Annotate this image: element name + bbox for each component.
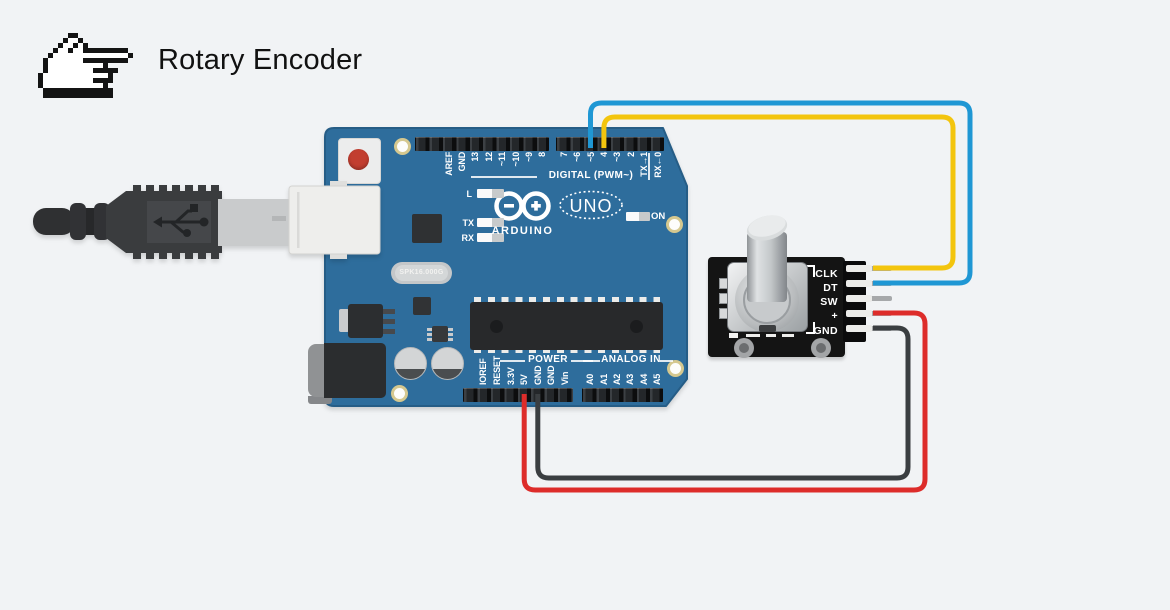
voltage-regulator bbox=[348, 304, 383, 338]
encoder-pin-sw[interactable] bbox=[864, 295, 892, 301]
arduino-logo-icon bbox=[494, 191, 551, 221]
encoder-hole-center bbox=[816, 343, 826, 353]
usb-plug-ribs bbox=[133, 185, 219, 259]
chip-leg bbox=[448, 338, 453, 341]
pointing-hand-icon bbox=[38, 33, 133, 98]
usb-socket-seam bbox=[297, 192, 300, 248]
ic-pins-top bbox=[474, 297, 660, 303]
chip-leg bbox=[448, 333, 453, 336]
capacitor-band bbox=[432, 369, 463, 379]
encoder-hole bbox=[811, 338, 831, 358]
silkscreen-mark bbox=[729, 333, 738, 338]
led-tx bbox=[477, 218, 504, 227]
page-title: Rotary Encoder bbox=[158, 44, 363, 76]
cable-neck bbox=[84, 208, 96, 235]
encoder-pin-base bbox=[846, 279, 872, 287]
encoder-pin-base bbox=[846, 309, 872, 317]
power-bracket-line bbox=[500, 360, 525, 362]
silkscreen-mark bbox=[746, 334, 760, 337]
usb-socket-tab bbox=[330, 181, 347, 188]
barrel-jack[interactable] bbox=[324, 343, 386, 398]
mounting-hole bbox=[394, 138, 411, 155]
digital-header-left[interactable] bbox=[415, 137, 549, 151]
crystal-face bbox=[395, 265, 448, 281]
regulator-leg bbox=[383, 319, 395, 324]
capacitor bbox=[394, 347, 427, 380]
capacitor-band bbox=[395, 369, 426, 379]
crystal-oscillator: SPK16.000G bbox=[391, 262, 452, 284]
usb-socket-tab bbox=[330, 252, 347, 259]
silkscreen-mark bbox=[766, 334, 776, 337]
chip-dot bbox=[490, 320, 503, 333]
small-chip bbox=[413, 297, 431, 315]
usb-interface-chip bbox=[412, 214, 442, 243]
chip-leg bbox=[427, 338, 432, 341]
regulator-tab bbox=[339, 309, 349, 332]
cable-end bbox=[33, 208, 75, 235]
reset-button-cap[interactable] bbox=[348, 149, 369, 170]
usb-socket[interactable] bbox=[288, 185, 381, 255]
usb-plug-metal bbox=[218, 199, 292, 246]
capacitor bbox=[431, 347, 464, 380]
led-rx-label: RX bbox=[461, 233, 474, 243]
chip-leg bbox=[448, 328, 453, 331]
chip-leg bbox=[427, 328, 432, 331]
led-l-label: L bbox=[466, 189, 473, 199]
encoder-pin-base bbox=[846, 264, 872, 272]
encoder-hole-center bbox=[739, 343, 749, 353]
encoder-pin-base bbox=[846, 294, 872, 302]
encoder-pin-base bbox=[846, 324, 872, 332]
regulator-leg bbox=[383, 309, 395, 314]
tiny-chip bbox=[432, 326, 448, 342]
led-l bbox=[477, 189, 504, 198]
mounting-hole bbox=[391, 385, 408, 402]
led-rx bbox=[477, 233, 504, 242]
chip-leg bbox=[427, 333, 432, 336]
encoder-slot bbox=[759, 325, 776, 332]
encoder-hole bbox=[734, 338, 754, 358]
barrel-jack-cap bbox=[308, 344, 328, 397]
arduino-brand-text: ARDUINO bbox=[491, 225, 554, 237]
usb-trident-icon bbox=[153, 204, 209, 237]
crystal-text: SPK16.000G bbox=[399, 269, 444, 276]
barrel-jack-step bbox=[308, 396, 332, 404]
usb-plug-notch bbox=[272, 216, 286, 221]
encoder-shaft[interactable] bbox=[735, 210, 805, 305]
regulator-leg bbox=[383, 329, 395, 334]
led-tx-label: TX bbox=[462, 218, 474, 228]
encoder-label-sw: SW bbox=[820, 296, 838, 308]
digital-bracket-line bbox=[471, 176, 537, 178]
cable-bead bbox=[70, 203, 86, 240]
silkscreen-mark bbox=[782, 334, 794, 337]
